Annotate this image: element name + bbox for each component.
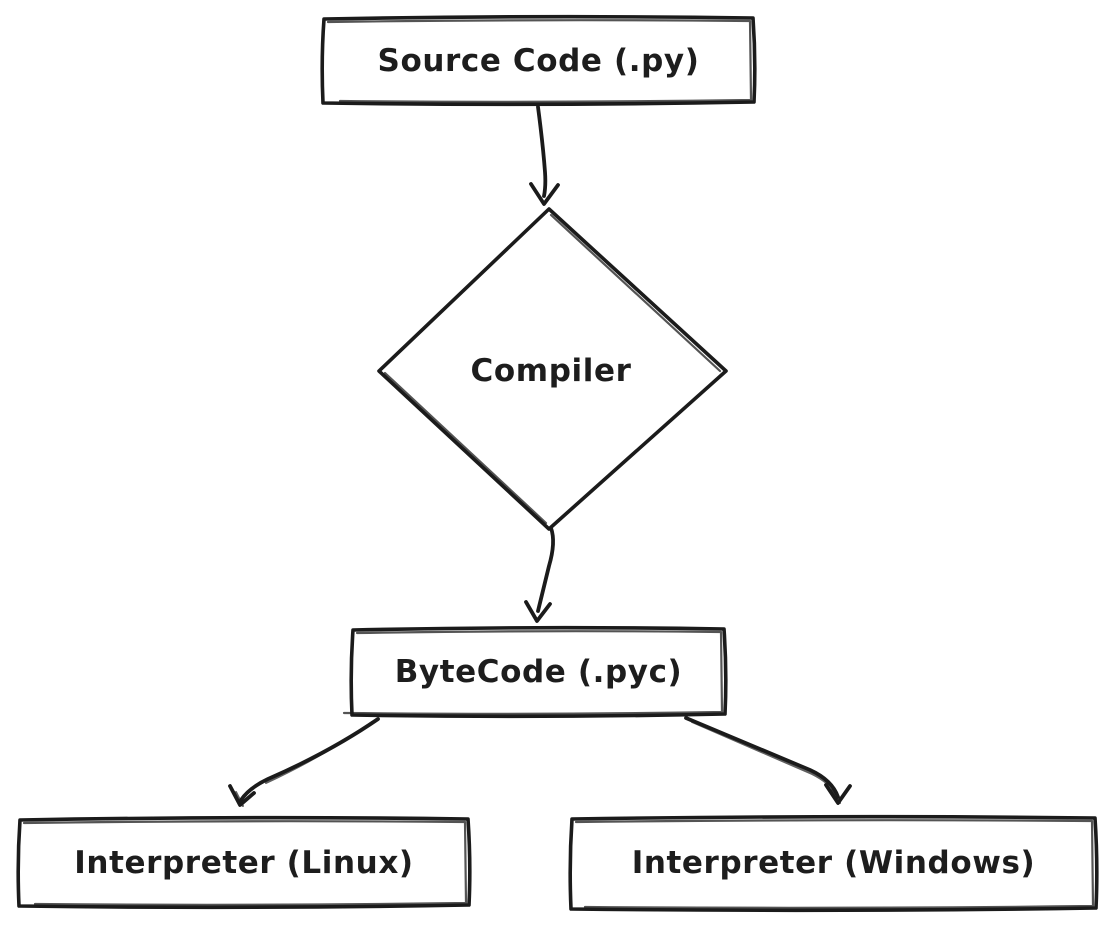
- arrow-source-to-compiler: [529, 105, 560, 206]
- arrow-bytecode-to-linux: [228, 717, 380, 807]
- arrow-compiler-to-bytecode: [524, 526, 555, 623]
- source-code-box: [320, 14, 757, 107]
- interpreter-windows-box: [568, 814, 1099, 913]
- interpreter-linux-box: [16, 815, 472, 910]
- arrow-bytecode-to-windows: [684, 716, 852, 805]
- compiler-diamond: [377, 207, 728, 531]
- bytecode-box: [342, 625, 728, 719]
